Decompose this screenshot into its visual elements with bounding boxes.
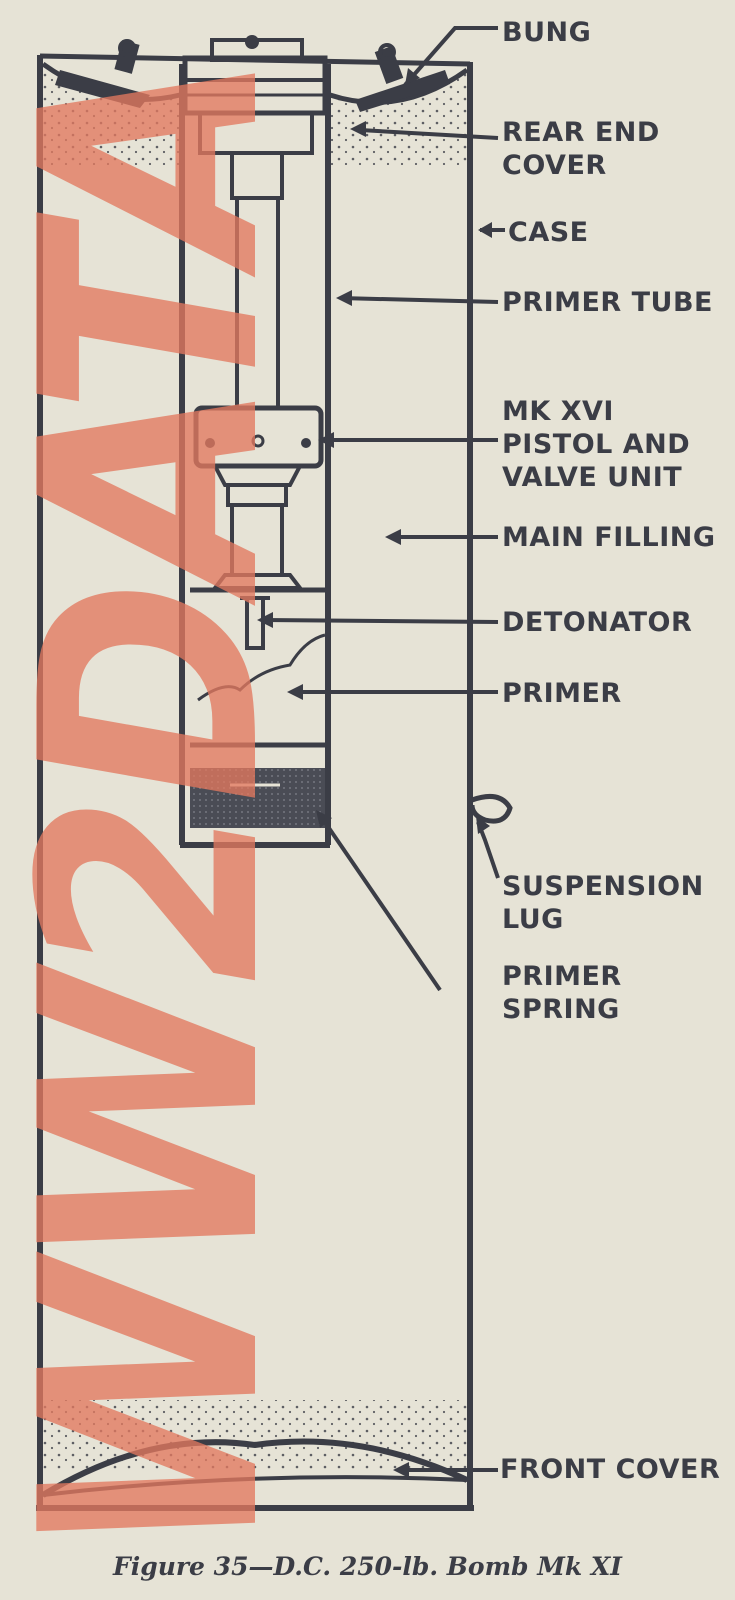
- label-bung: BUNG: [502, 17, 592, 48]
- bung: [55, 39, 450, 112]
- label-detonator: DETONATOR: [502, 607, 693, 638]
- label-primer-tube: PRIMER TUBE: [502, 287, 713, 318]
- label-front-cover: FRONT COVER: [500, 1454, 721, 1485]
- primer: [190, 633, 326, 748]
- pistol-valve-unit: [193, 405, 324, 590]
- label-pistol-valve-unit: MK XVI PISTOL AND VALVE UNIT: [502, 396, 691, 493]
- label-suspension-lug: SUSPENSION LUG: [502, 871, 704, 935]
- label-primer: PRIMER: [502, 678, 622, 709]
- figure-caption: Figure 35—D.C. 250-lb. Bomb Mk XI: [112, 1552, 622, 1581]
- primer-tube: [179, 35, 331, 848]
- label-main-filling: MAIN FILLING: [502, 522, 716, 553]
- label-case: CASE: [508, 217, 589, 248]
- leader-arrowheads: [257, 68, 492, 1478]
- front-cover: [41, 1400, 469, 1498]
- label-rear-end-cover: REAR END COVER: [502, 117, 660, 181]
- primer-spring: [190, 768, 325, 828]
- suspension-lug: [469, 793, 513, 824]
- label-primer-spring: PRIMER SPRING: [502, 961, 622, 1025]
